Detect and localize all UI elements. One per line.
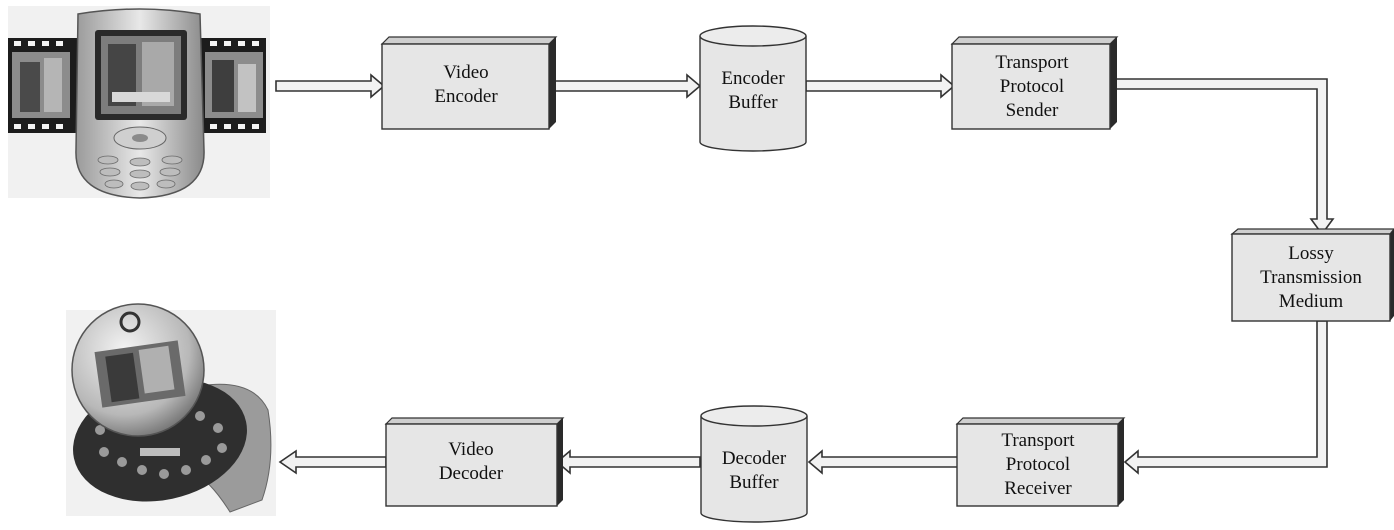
medium-label-3: Medium	[1279, 291, 1344, 312]
video-decoder-label-1: Video	[448, 439, 493, 460]
encoder-buffer-cylinder: Encoder Buffer	[699, 25, 807, 152]
arrow-encoder-to-buffer	[547, 73, 702, 99]
decoder-buffer-label-1: Decoder	[722, 448, 787, 469]
receiver-label-2: Protocol	[1006, 454, 1070, 475]
transport-protocol-receiver-box: Transport Protocol Receiver	[955, 417, 1126, 507]
medium-label-1: Lossy	[1288, 243, 1334, 264]
video-encoder-label-2: Encoder	[434, 86, 498, 107]
video-encoder-box: Video Encoder	[380, 36, 558, 130]
encoder-buffer-label-1: Encoder	[721, 68, 785, 89]
video-decoder-box: Video Decoder	[384, 417, 565, 507]
arrow-decoder-to-device	[278, 449, 387, 475]
arrow-sender-to-medium	[1110, 78, 1335, 236]
medium-label-2: Transmission	[1260, 267, 1362, 288]
lossy-transmission-medium-box: Lossy Transmission Medium	[1230, 228, 1394, 322]
handheld-player-icon	[71, 303, 272, 513]
receiver-label-1: Transport	[1001, 430, 1075, 451]
arrow-buffer-to-sender	[805, 73, 956, 99]
arrow-receiver-to-buffer	[807, 449, 959, 475]
sender-label-3: Sender	[1006, 100, 1059, 121]
video-decoder-label-2: Decoder	[439, 463, 504, 484]
sender-label-2: Protocol	[1000, 76, 1064, 97]
transport-protocol-sender-box: Transport Protocol Sender	[950, 36, 1119, 130]
sender-device-image	[8, 6, 270, 199]
receiver-label-3: Receiver	[1004, 478, 1072, 499]
arrow-medium-to-receiver	[1123, 320, 1328, 475]
video-encoder-label-1: Video	[443, 62, 488, 83]
mobile-phone-icon	[75, 8, 205, 199]
arrow-device-to-encoder	[275, 73, 386, 99]
sender-label-1: Transport	[995, 52, 1069, 73]
decoder-buffer-cylinder: Decoder Buffer	[700, 405, 808, 523]
receiver-device-image	[66, 303, 276, 516]
encoder-buffer-label-2: Buffer	[728, 92, 778, 113]
decoder-buffer-label-2: Buffer	[729, 472, 779, 493]
arrow-buffer-to-decoder	[555, 449, 701, 475]
